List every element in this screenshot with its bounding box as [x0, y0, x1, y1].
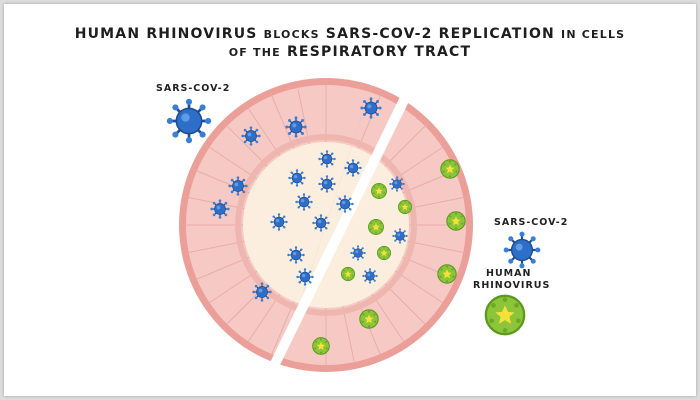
rhinovirus-virion-icon — [438, 265, 456, 283]
sars-cov-2-virion-icon — [167, 99, 211, 143]
rhinovirus-virion-icon — [360, 310, 378, 328]
rhinovirus-virion-icon — [447, 212, 465, 230]
label-sars-cov-2-right: SARS-CoV-2 — [494, 217, 568, 228]
rhinovirus-virion-icon — [398, 200, 411, 213]
sars-cov-2-virion-icon — [362, 268, 377, 283]
sars-cov-2-virion-icon — [360, 97, 381, 118]
label-sars-cov-2-left: SARS-CoV-2 — [156, 83, 230, 94]
label-human: Human — [486, 268, 531, 279]
sars-cov-2-virion-icon — [336, 195, 353, 212]
rhinovirus-virion-icon — [441, 160, 459, 178]
rhinovirus-virion-icon — [486, 296, 524, 334]
sars-cov-2-virion-icon — [252, 282, 271, 301]
sars-cov-2-virion-icon — [285, 116, 306, 137]
rhinovirus-virion-icon — [369, 220, 384, 235]
rhinovirus-virion-icon — [313, 338, 330, 355]
sars-cov-2-virion-icon — [288, 169, 305, 186]
sars-cov-2-virion-icon — [504, 232, 541, 269]
sars-cov-2-virion-icon — [296, 268, 313, 285]
sars-cov-2-virion-icon — [389, 176, 404, 191]
sars-cov-2-virion-icon — [295, 193, 312, 210]
rhinovirus-virion-icon — [341, 267, 354, 280]
sars-cov-2-virion-icon — [312, 214, 329, 231]
sars-cov-2-virion-icon — [241, 126, 260, 145]
sars-cov-2-virion-icon — [318, 150, 335, 167]
sars-cov-2-virion-icon — [270, 213, 287, 230]
rhinovirus-virion-icon — [372, 184, 387, 199]
sars-cov-2-virion-icon — [228, 176, 247, 195]
sars-cov-2-virion-icon — [287, 246, 304, 263]
sars-cov-2-virion-icon — [210, 199, 229, 218]
label-rhinovirus: Rhinovirus — [473, 280, 550, 291]
sars-cov-2-virion-icon — [344, 159, 361, 176]
sars-cov-2-virion-icon — [350, 245, 365, 260]
sars-cov-2-virion-icon — [318, 175, 335, 192]
rhinovirus-virion-icon — [377, 246, 390, 259]
sars-cov-2-virion-icon — [392, 228, 407, 243]
